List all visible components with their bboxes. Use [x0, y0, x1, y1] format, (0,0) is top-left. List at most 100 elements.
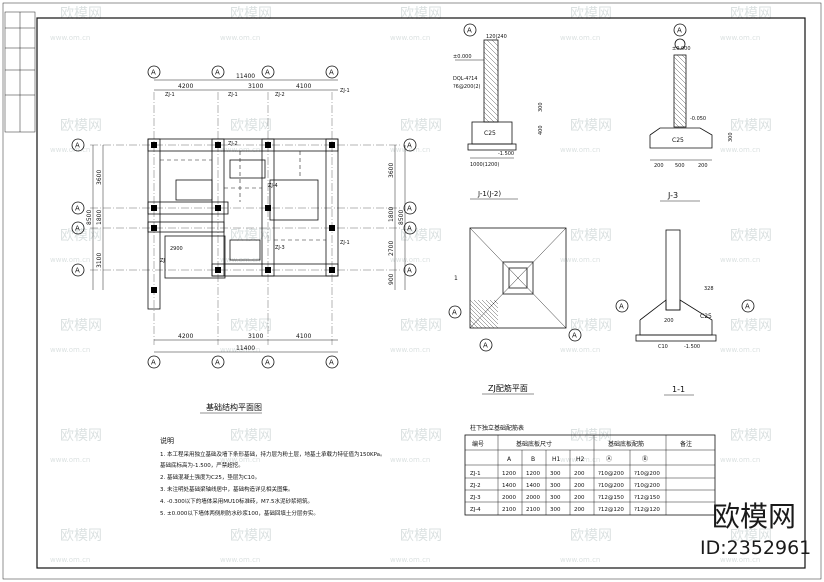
dim-right-4: 900 — [388, 273, 395, 285]
axis-bubble — [71, 138, 85, 152]
watermark-url: www.om.cn — [220, 346, 260, 354]
watermark-text: 欧模网 — [60, 428, 102, 444]
axis-bubble — [448, 305, 462, 319]
table-cell: 1200 — [502, 471, 516, 477]
zj-mark: 1 — [454, 275, 458, 282]
table-cell: 1400 — [526, 483, 540, 489]
watermark-url: www.om.cn — [720, 556, 760, 564]
watermark-text: 欧模网 — [400, 318, 442, 334]
dim-total-top: 11400 — [236, 73, 255, 80]
table-cell: 300 — [550, 507, 561, 513]
column-mark — [215, 142, 221, 148]
j3-title: J-3 — [667, 191, 678, 200]
watermark-text: 欧模网 — [230, 318, 272, 334]
axis-bubble-label: A — [75, 205, 80, 213]
section-j3: ±0.000 -0.050 C25 300 200 500 200 J-3 — [649, 38, 734, 202]
dim-right-3: 2700 — [388, 241, 395, 256]
watermark-url: www.om.cn — [720, 34, 760, 42]
axis-bubble — [403, 201, 417, 215]
table-cell: 2100 — [526, 507, 540, 513]
s11-d1: 200 — [664, 318, 674, 324]
axis-bubble-label: A — [745, 303, 750, 311]
table-cell: ZJ-2 — [470, 483, 481, 489]
axis-bubble — [741, 299, 755, 313]
watermark-url: www.om.cn — [560, 34, 600, 42]
axis-bubble-label: A — [407, 225, 412, 233]
watermark-text: 欧模网 — [570, 228, 612, 244]
column-mark — [265, 267, 271, 273]
j1-dql: DQL-4?14 — [453, 76, 478, 82]
table-cell: 2000 — [502, 495, 516, 501]
beam-label-2: ZJ-1 — [228, 92, 238, 98]
s11-concrete: C25 — [700, 313, 712, 320]
watermark-text: 欧模网 — [230, 118, 272, 134]
axis-bubble-label: A — [215, 359, 220, 367]
watermark-url: www.om.cn — [390, 346, 430, 354]
watermark-text: 欧模网 — [570, 118, 612, 134]
watermark-url: www.om.cn — [720, 346, 760, 354]
axis-bubble — [147, 65, 161, 79]
table-cell: 2000 — [526, 495, 540, 501]
beam-label-6: ZJ-3 — [275, 245, 285, 251]
watermark-url: www.om.cn — [50, 34, 90, 42]
watermark-url: www.om.cn — [560, 456, 600, 464]
brand-block: 欧模网 ID:2352961 — [700, 500, 811, 559]
column-mark — [329, 267, 335, 273]
j3-dim-3: 200 — [698, 163, 708, 169]
dim-right-1: 3600 — [388, 163, 395, 178]
beam-label-7: ZJ-2 — [228, 141, 238, 147]
watermark-url: www.om.cn — [390, 556, 430, 564]
dim-top-bay-1: 4200 — [178, 83, 193, 90]
section-1-1: C25 C10 -1.500 200 328 1-1 — [635, 229, 717, 396]
watermark-text: 欧模网 — [730, 318, 772, 334]
axis-bubble — [403, 263, 417, 277]
axis-bubble-label: A — [151, 69, 156, 77]
axis-bubble-label: A — [407, 267, 412, 275]
axis-bubble-label: A — [75, 267, 80, 275]
sub-ra: Ⓐ — [606, 455, 612, 463]
zj-reinforcement-plan: 1 ZJ配筋平面 — [454, 227, 567, 395]
watermark-url: www.om.cn — [390, 456, 430, 464]
axis-bubble — [71, 263, 85, 277]
watermark-text: 欧模网 — [570, 428, 612, 444]
th-no: 编号 — [472, 440, 484, 448]
table-cell: ?12@150 — [634, 495, 660, 501]
watermark-url: www.om.cn — [50, 146, 90, 154]
th-remark: 备注 — [680, 440, 692, 448]
j1-h1: 400 — [538, 125, 544, 135]
column-mark — [151, 225, 157, 231]
s11-title: 1-1 — [672, 385, 685, 394]
sub-b: B — [531, 456, 535, 463]
dim-top-bay-2: 3100 — [248, 83, 263, 90]
dim-bottom-bay-2: 3100 — [248, 333, 263, 340]
axis-bubble-label: A — [329, 359, 334, 367]
axis-bubble — [479, 338, 493, 352]
sub-rb: Ⓑ — [642, 455, 648, 463]
table-cell: 200 — [574, 483, 585, 489]
watermark-text: 欧模网 — [730, 528, 772, 544]
watermark-url: www.om.cn — [560, 256, 600, 264]
column-mark — [329, 142, 335, 148]
watermark-text: 欧模网 — [400, 118, 442, 134]
th-size: 基础底板尺寸 — [516, 440, 552, 448]
watermark-url: www.om.cn — [560, 556, 600, 564]
notes-line-5: 4. -0.300以下的墙体采用MU10标准砖，M7.5水泥砂浆砌筑。 — [160, 497, 313, 505]
watermark-url: www.om.cn — [720, 146, 760, 154]
beam-label-9: ZJ — [160, 258, 165, 264]
j3-h: 300 — [728, 132, 734, 142]
watermark-layer: 欧模网 www.om.cn 欧模网 www.om.cn 欧模网 www.om.cn 欧模网 w… — [50, 6, 772, 564]
beam-label-5: ZJ-4 — [268, 183, 278, 189]
beam-label-3: ZJ-2 — [275, 92, 285, 98]
axis-bubble-label: A — [467, 27, 472, 35]
column-mark — [151, 142, 157, 148]
table-cell: ?12@120 — [634, 507, 660, 513]
watermark-url: www.om.cn — [50, 556, 90, 564]
table-cell: 200 — [574, 507, 585, 513]
sub-h2: H2 — [576, 456, 585, 463]
column-mark — [151, 205, 157, 211]
watermark-url: www.om.cn — [50, 256, 90, 264]
beam-label-1: ZJ-1 — [165, 92, 175, 98]
watermark-url: www.om.cn — [220, 556, 260, 564]
column-mark — [151, 287, 157, 293]
